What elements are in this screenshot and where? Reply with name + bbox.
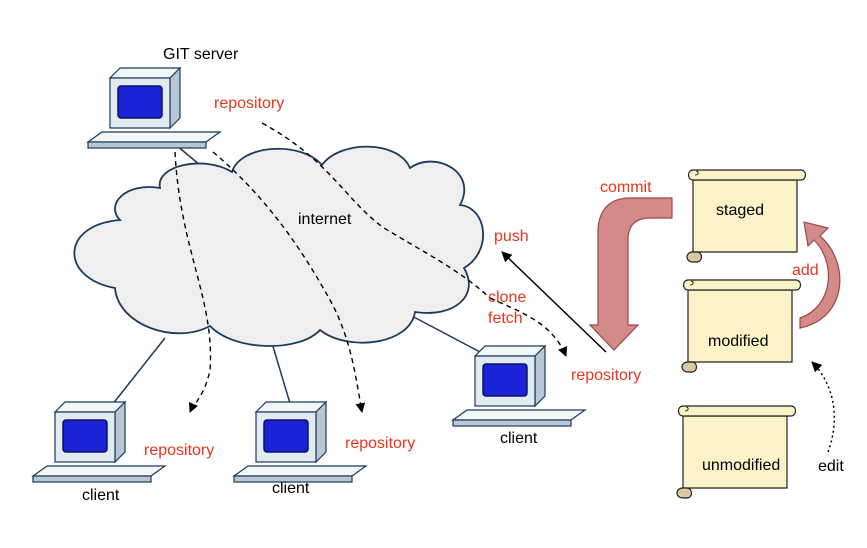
client-left-label: client bbox=[82, 487, 120, 504]
client-middle-label: client bbox=[272, 480, 310, 497]
edit-arrow bbox=[811, 361, 836, 453]
commit-arrow-icon bbox=[588, 197, 673, 351]
internet-label: internet bbox=[298, 211, 352, 228]
commit-label: commit bbox=[600, 179, 652, 196]
client-middle-repository-label: repository bbox=[345, 435, 416, 452]
unmodified-label: unmodified bbox=[702, 457, 781, 474]
fetch-label: fetch bbox=[488, 310, 523, 327]
local-repository-label: repository bbox=[571, 367, 642, 384]
client-right-computer-icon bbox=[452, 345, 586, 427]
client-left-repository-label: repository bbox=[144, 442, 215, 459]
clone-label: clone bbox=[488, 289, 527, 306]
internet-cloud bbox=[73, 145, 484, 347]
modified-scroll-icon bbox=[681, 279, 802, 373]
push-arrow bbox=[501, 251, 607, 353]
git-server-label: GIT server bbox=[163, 46, 239, 63]
edit-label: edit bbox=[818, 458, 844, 475]
git-server-computer-icon bbox=[87, 67, 221, 149]
modified-label: modified bbox=[708, 333, 769, 350]
push-label: push bbox=[494, 228, 529, 245]
add-label: add bbox=[792, 262, 819, 279]
client-right-label: client bbox=[500, 430, 538, 447]
data-flow-arrows bbox=[174, 122, 568, 413]
staged-label: staged bbox=[716, 202, 765, 219]
add-arrow-icon bbox=[799, 221, 841, 329]
server-repository-label: repository bbox=[214, 95, 285, 112]
unmodified-scroll-icon bbox=[676, 405, 797, 499]
